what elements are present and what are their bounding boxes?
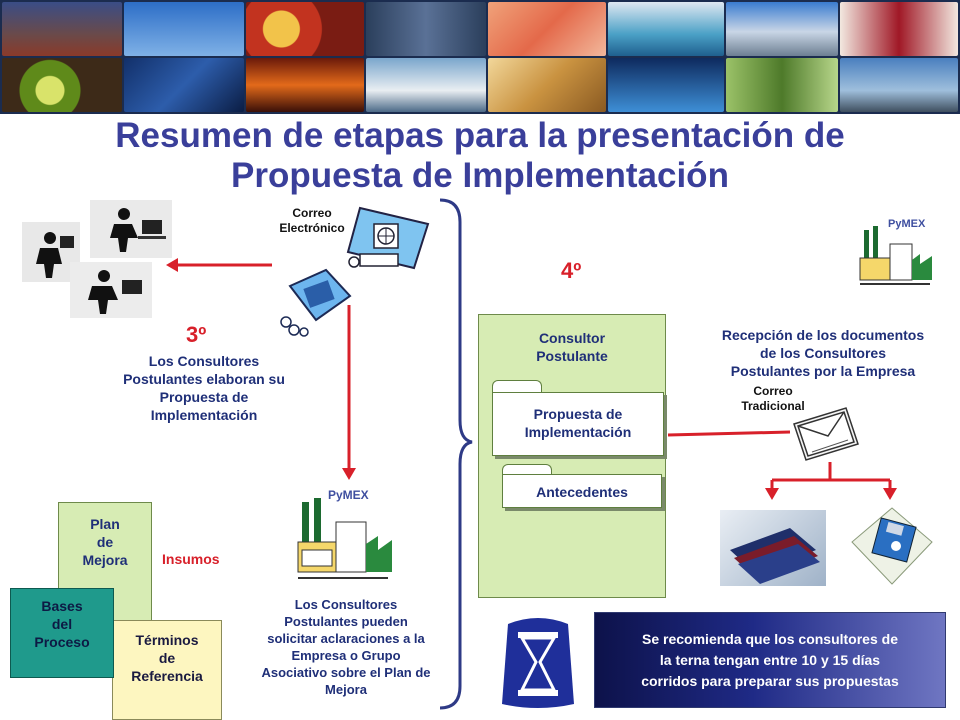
correo-tradicional-label: Correo Tradicional: [741, 384, 805, 413]
doc-consultor-postulante: Consultor Postulante: [478, 314, 666, 598]
arrow-head-disk: [883, 488, 897, 500]
step-3-number: 3º: [186, 322, 207, 347]
consultant-photo-2: [90, 200, 172, 258]
binders-photo: [720, 510, 826, 586]
arrow-head-folders: [765, 488, 779, 500]
arrow-propuesta-to-mail: [667, 430, 791, 437]
pymex-label-right: PyMEX: [888, 218, 926, 230]
folder-tab-propuesta: [492, 380, 542, 395]
email-label: Correo Electrónico: [279, 206, 345, 235]
folder-antecedentes: Antecedentes: [502, 474, 662, 508]
folder-tab-antecedentes: [502, 464, 552, 477]
reception-text: Recepción de los documentos de los Consu…: [721, 327, 925, 379]
recommendation-note: Se recomienda que los consultores de la …: [594, 612, 946, 708]
insumos-label: Insumos: [162, 551, 220, 567]
photo-banner: [0, 0, 960, 114]
doc-terminos-de-referencia: Términos de Referencia: [112, 620, 222, 720]
title-line-1: Resumen de etapas para la presentación d…: [115, 116, 845, 155]
factory-icon-right: [856, 218, 936, 288]
pymex-caption: Los Consultores Postulantes pueden solic…: [261, 597, 431, 697]
hourglass-icon: [498, 616, 578, 710]
diskette-icon: [850, 506, 934, 586]
telephone-icon: [276, 266, 354, 338]
doc-bases-del-proceso: Bases del Proceso: [10, 588, 114, 678]
computer-icon: [340, 198, 435, 276]
pymex-label-middle: PyMEX: [328, 488, 369, 502]
arrow-head-left: [166, 258, 178, 272]
slide-title: Resumen de etapas para la presentación d…: [0, 116, 960, 196]
arrow-head-down: [342, 468, 356, 480]
consultant-photo-3: [70, 262, 152, 318]
step-3-description: Los Consultores Postulantes elaboran su …: [123, 353, 285, 423]
stage-brace: [439, 198, 473, 710]
title-line-2: Propuesta de Implementación: [231, 156, 729, 195]
folder-propuesta-de-implementacion: Propuesta de Implementación: [492, 392, 664, 456]
step-4-number: 4º: [561, 258, 582, 283]
envelopes-icon: [788, 404, 864, 464]
factory-icon-middle: [288, 488, 398, 582]
